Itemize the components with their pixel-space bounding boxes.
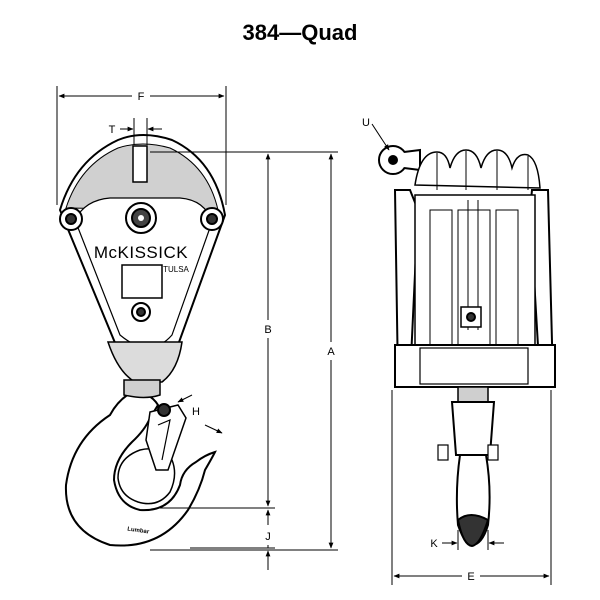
- latch-pin: [157, 403, 171, 417]
- label-f: F: [138, 91, 145, 103]
- brand-city: TULSA: [163, 265, 189, 274]
- dim-u-leader: [371, 123, 390, 151]
- hook-front-bill-bottom: [456, 514, 490, 548]
- bolt-right: [200, 207, 224, 231]
- swivel-neck: [457, 386, 489, 403]
- lower-bolt: [131, 302, 151, 322]
- brand-name: McKISSICK: [94, 243, 188, 262]
- label-j: J: [265, 531, 271, 543]
- hook-shank: [123, 379, 161, 399]
- sheave-tops: [414, 149, 541, 189]
- cavity-2: [457, 209, 491, 351]
- bottom-crossbar-inner: [419, 347, 529, 385]
- cavity-3: [495, 209, 519, 351]
- label-e: E: [467, 571, 474, 583]
- latch-left: [437, 444, 449, 461]
- hook-stamp: Lumbar: [127, 527, 150, 536]
- shackle-lug: [378, 145, 421, 175]
- name-plate: [121, 264, 163, 299]
- label-t: T: [109, 124, 116, 136]
- center-pin: [125, 202, 157, 234]
- latch-spring: [157, 419, 171, 461]
- block-neck: [106, 341, 183, 383]
- label-h: H: [192, 406, 200, 418]
- cavity-1: [429, 209, 453, 351]
- label-u: U: [362, 117, 370, 129]
- center-nut-bolt: [466, 312, 476, 322]
- dim-h-leader-2: [204, 424, 223, 434]
- dim-h-leader-1: [177, 394, 193, 403]
- hook-body: [64, 390, 217, 547]
- latch-right: [487, 444, 499, 461]
- label-k: K: [430, 538, 438, 550]
- diagram-title: 384—Quad: [242, 20, 358, 45]
- label-a: A: [327, 346, 335, 358]
- bolt-left: [59, 207, 83, 231]
- side-view-dimensions: [56, 86, 338, 570]
- front-view-dimensions: [371, 123, 552, 585]
- front-view: [378, 145, 556, 548]
- label-b: B: [264, 324, 271, 336]
- side-view: [58, 134, 227, 547]
- top-slot: [132, 145, 148, 183]
